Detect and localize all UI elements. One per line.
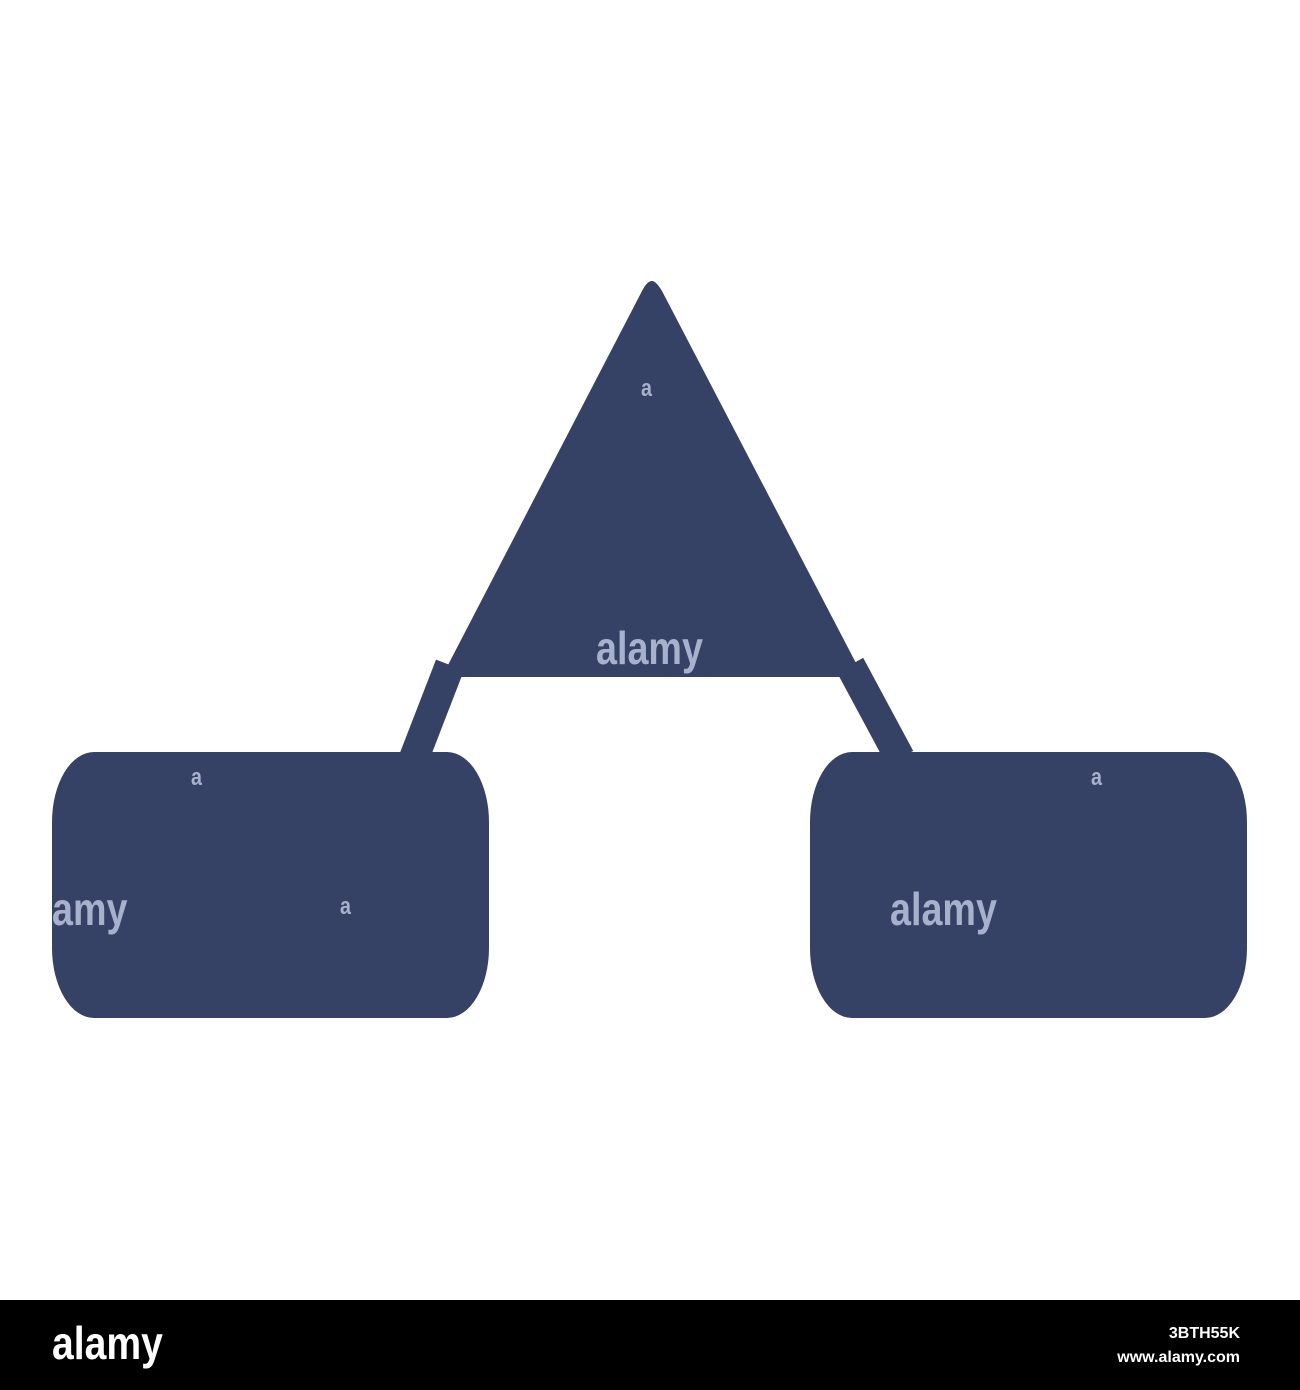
edge-top-to-right	[836, 657, 914, 766]
image-canvas: a alamy a a amy a alamy	[52, 281, 1247, 1018]
left-node-box	[52, 752, 489, 1018]
site-url: www.alamy.com	[1117, 1349, 1240, 1366]
hierarchy-diagram	[52, 281, 1247, 1018]
footer-logo: alamy	[52, 1317, 163, 1369]
right-node-box	[810, 752, 1247, 1018]
top-node-triangle	[446, 281, 859, 677]
edge-top-to-left	[400, 659, 464, 764]
footer-bar: alamy 3BTH55K www.alamy.com	[0, 1300, 1300, 1390]
image-id: 3BTH55K	[1168, 1325, 1240, 1342]
